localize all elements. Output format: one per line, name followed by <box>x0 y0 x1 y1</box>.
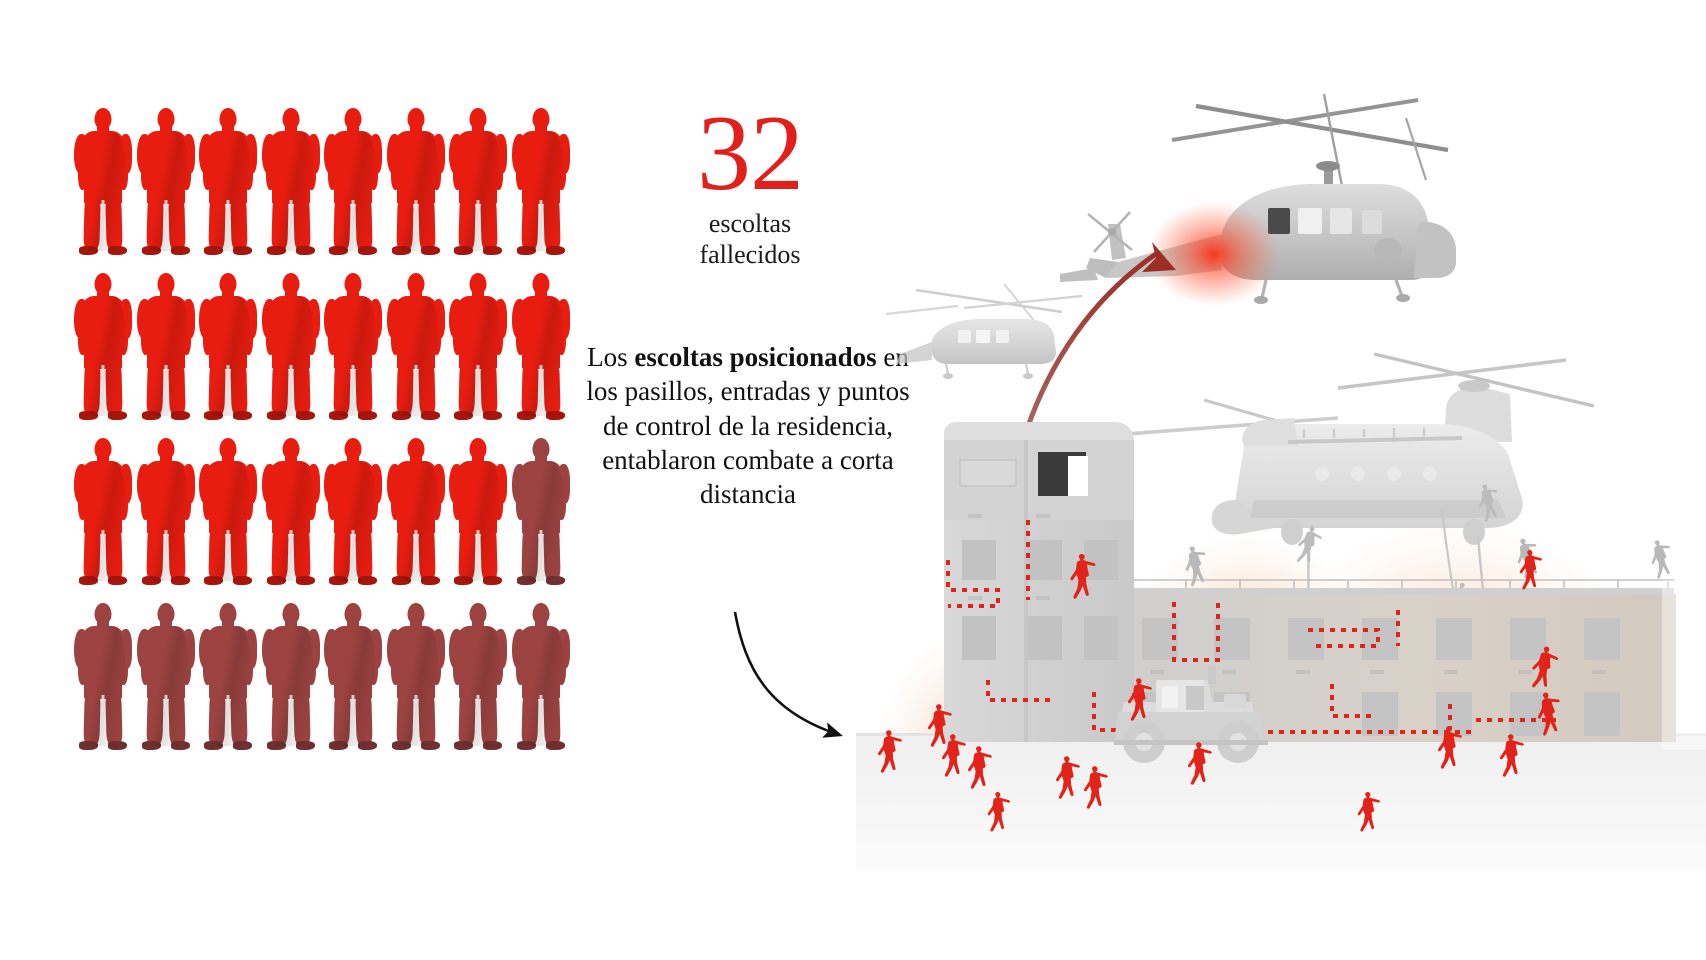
building-left-block <box>944 422 1134 742</box>
humvee-turret <box>1208 666 1216 684</box>
pictogram-figure-dimmed <box>197 595 260 760</box>
person-icon <box>261 108 320 258</box>
callout-bold-escoltas: escoltas <box>634 342 723 372</box>
person-icon <box>386 603 445 753</box>
grey-soldier-running <box>1647 538 1676 580</box>
pictogram-figure-highlighted <box>322 265 385 430</box>
callout-paragraph: Los escoltas posicionados en los pasillo… <box>578 340 918 511</box>
window <box>962 616 1118 660</box>
person-icon <box>199 108 258 258</box>
pictogram-grid <box>72 100 572 760</box>
person-icon <box>199 438 258 588</box>
window <box>1162 686 1178 708</box>
person-icon <box>261 603 320 753</box>
person-icon <box>199 603 258 753</box>
callout-text-after: en los pasillos, entradas y puntos de co… <box>586 342 910 510</box>
pictogram-figure-highlighted <box>385 100 448 265</box>
pictogram-figure-highlighted <box>72 430 135 595</box>
person-icon <box>74 273 133 423</box>
callout-text-before: Los <box>587 342 635 372</box>
pictogram-figure-dimmed <box>385 595 448 760</box>
pictogram-figure-dimmed <box>510 595 573 760</box>
impact-glow-icon <box>1148 202 1280 306</box>
pictogram-figure-highlighted <box>135 265 198 430</box>
pictogram-figure-highlighted <box>385 265 448 430</box>
person-icon <box>261 273 320 423</box>
person-icon <box>449 273 508 423</box>
curved-black-arrow-icon <box>700 590 880 770</box>
pictogram-figure-highlighted <box>260 100 323 265</box>
pictogram-figure-highlighted <box>260 430 323 595</box>
person-icon <box>449 603 508 753</box>
person-icon <box>449 108 508 258</box>
person-icon <box>324 603 383 753</box>
pictogram-figure-highlighted <box>197 430 260 595</box>
pictogram-figure-highlighted <box>72 100 135 265</box>
pictogram-figure-highlighted <box>197 265 260 430</box>
pictogram-row <box>72 100 572 265</box>
person-icon <box>136 438 195 588</box>
person-icon <box>324 108 383 258</box>
person-icon <box>136 603 195 753</box>
pictogram-figure-highlighted <box>322 100 385 265</box>
person-icon <box>74 603 133 753</box>
person-icon <box>386 438 445 588</box>
person-icon <box>261 438 320 588</box>
pictogram-figure-highlighted <box>447 265 510 430</box>
person-icon <box>136 108 195 258</box>
humvee-vehicle <box>1114 666 1268 763</box>
pictogram-figure-dimmed <box>260 595 323 760</box>
assault-scene-illustration <box>856 40 1706 870</box>
pictogram-figure-highlighted <box>510 265 573 430</box>
pictogram-figure-highlighted <box>510 100 573 265</box>
pictogram-figure-dimmed <box>447 595 510 760</box>
pictogram-figure-highlighted <box>447 100 510 265</box>
pictogram-figure-highlighted <box>72 265 135 430</box>
pictogram-figure-highlighted <box>260 265 323 430</box>
person-icon <box>511 603 570 753</box>
stat-block: 32 escoltas fallecidos <box>590 94 910 270</box>
person-icon <box>386 273 445 423</box>
window <box>959 459 1017 487</box>
pictogram-figure-dimmed <box>510 430 573 595</box>
pictogram-figure-highlighted <box>197 100 260 265</box>
pictogram-figure-highlighted <box>385 430 448 595</box>
person-icon <box>449 438 508 588</box>
pictogram-row <box>72 595 572 760</box>
helicopter-chinook-fastrope <box>1125 352 1595 718</box>
person-icon <box>199 273 258 423</box>
callout-space <box>723 342 730 372</box>
person-icon <box>74 108 133 258</box>
person-icon <box>74 438 133 588</box>
window-bright <box>1068 456 1088 496</box>
pictogram-figure-highlighted <box>322 430 385 595</box>
pictogram-figure-dimmed <box>322 595 385 760</box>
person-icon <box>136 273 195 423</box>
stat-number: 32 <box>697 94 804 213</box>
pictogram-figure-highlighted <box>135 100 198 265</box>
pictogram-figure-highlighted <box>135 430 198 595</box>
callout-bold-posicionados: posicionados <box>729 342 877 372</box>
pictogram-row <box>72 265 572 430</box>
pictogram-figure-dimmed <box>72 595 135 760</box>
stat-label-line2: fallecidos <box>699 240 801 270</box>
pictogram-figure-highlighted <box>447 430 510 595</box>
person-icon <box>324 438 383 588</box>
stat-label-line1: escoltas <box>708 209 792 239</box>
person-icon <box>511 108 570 258</box>
helicopter-blackhawk-damaged <box>1060 93 1456 306</box>
pictogram-row <box>72 430 572 595</box>
person-icon <box>386 108 445 258</box>
person-icon <box>511 438 570 588</box>
helicopter-blackhawk-distant <box>885 283 1083 379</box>
pictogram-figure-dimmed <box>135 595 198 760</box>
window <box>962 540 1118 580</box>
person-icon <box>324 273 383 423</box>
person-icon <box>511 273 570 423</box>
